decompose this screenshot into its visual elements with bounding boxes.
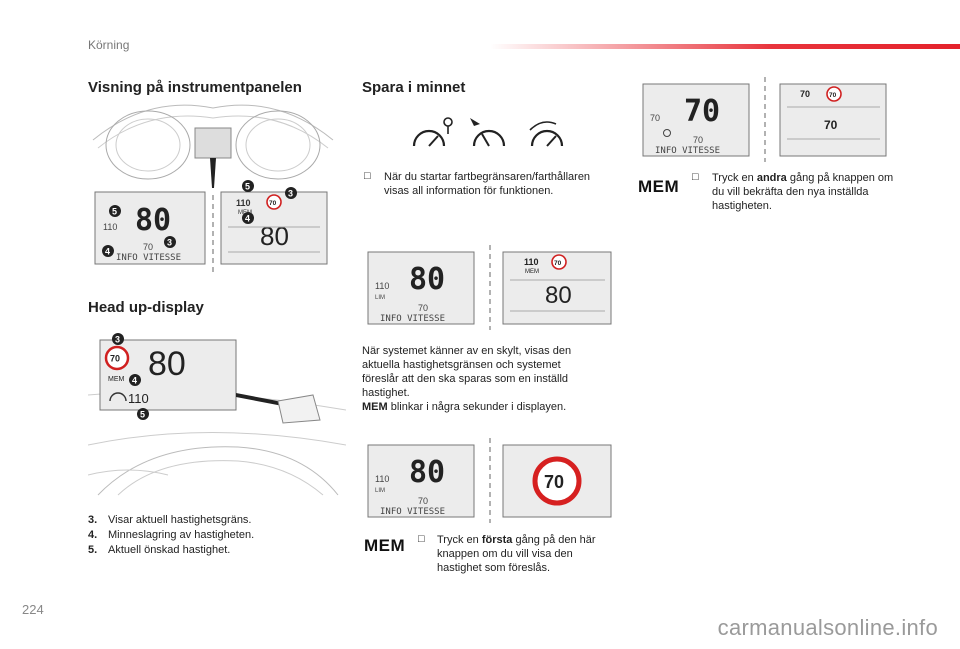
svg-text:5: 5 — [112, 207, 117, 217]
svg-text:110: 110 — [375, 474, 389, 484]
bullet-second-press: Tryck en andra gång på knappen om du vil… — [712, 172, 894, 212]
bullet-start-info: När du startar fartbegränsaren/farthålla… — [384, 171, 591, 197]
svg-text:80: 80 — [545, 282, 572, 309]
square-bullet-icon: □ — [692, 171, 699, 183]
displays-row-1: 80 110 LIM 70 INFO VITESSE 110 MEM 70 80 — [367, 245, 612, 330]
svg-text:INFO VITESSE: INFO VITESSE — [380, 507, 445, 517]
square-bullet-icon: □ — [418, 533, 425, 545]
svg-text:110: 110 — [236, 198, 251, 208]
svg-text:70: 70 — [418, 496, 428, 506]
svg-text:70: 70 — [684, 94, 720, 129]
hud-set-speed: 110 — [128, 391, 149, 406]
cluster-info-text: INFO VITESSE — [116, 253, 181, 263]
svg-text:70: 70 — [829, 92, 837, 99]
paragraph-sign-detection: När systemet känner av en skylt, visas d… — [362, 345, 572, 413]
svg-text:110: 110 — [524, 257, 539, 267]
title-save-memory: Spara i minnet — [362, 79, 466, 96]
square-bullet-icon: □ — [364, 170, 371, 182]
svg-text:110: 110 — [375, 281, 389, 291]
mem-button-label: MEM — [638, 177, 680, 196]
instrument-cluster-illustration: 80 110 70 INFO VITESSE 5 4 3 110 MEM 70 … — [92, 104, 334, 275]
cluster-speed-big: 80 — [135, 203, 171, 238]
svg-text:80: 80 — [409, 262, 445, 297]
svg-text:4: 4 — [245, 214, 250, 224]
watermark: carmanualsonline.info — [717, 615, 938, 640]
hud-speed-big: 80 — [148, 345, 186, 383]
speedometer-limiter-icon — [412, 117, 453, 147]
cluster-speed-large: 80 — [260, 221, 289, 251]
svg-text:MEM: MEM — [525, 269, 539, 275]
legend-list: 3.Visar aktuell hastighetsgräns. 4.Minne… — [88, 513, 254, 558]
svg-text:70: 70 — [693, 135, 703, 145]
svg-text:4: 4 — [132, 376, 137, 386]
svg-text:70: 70 — [554, 260, 562, 267]
page-number: 224 — [22, 602, 44, 617]
svg-text:70: 70 — [824, 118, 838, 132]
speed-sign-value: 70 — [544, 472, 564, 492]
svg-text:80: 80 — [409, 455, 445, 490]
svg-text:LIM: LIM — [375, 295, 385, 301]
speedometer-cruise-icon — [470, 118, 506, 147]
title-instrument-panel: Visning på instrumentpanelen — [88, 79, 302, 96]
svg-text:70: 70 — [269, 200, 277, 207]
mem-button-label: MEM — [364, 536, 406, 555]
legend-item: 5.Aktuell önskad hastighet. — [88, 544, 231, 556]
svg-text:70: 70 — [110, 354, 120, 364]
svg-text:LIM: LIM — [375, 488, 385, 494]
hud-illustration: 70 80 MEM 110 3 4 5 — [88, 333, 346, 496]
section-label: Körning — [88, 38, 130, 52]
svg-text:70: 70 — [418, 303, 428, 313]
cluster-set-speed: 110 — [103, 222, 117, 232]
legend-item: 4.Minneslagring av hastigheten. — [88, 529, 255, 541]
svg-text:70: 70 — [650, 113, 660, 123]
bullet-first-press: Tryck en första gång på den här knappen … — [437, 534, 596, 574]
svg-text:3: 3 — [167, 238, 172, 248]
legend-item: 3.Visar aktuell hastighetsgräns. — [88, 514, 252, 526]
svg-text:4: 4 — [105, 247, 110, 257]
svg-text:3: 3 — [288, 189, 293, 199]
displays-row-3: 70 70 70 INFO VITESSE 70 70 70 — [642, 77, 887, 162]
svg-text:5: 5 — [140, 410, 145, 420]
speedometer-speed-icon — [529, 121, 564, 147]
svg-text:3: 3 — [115, 335, 120, 345]
header-accent-bar — [490, 44, 960, 49]
title-head-up-display: Head up-display — [88, 299, 204, 316]
displays-row-2: 80 110 LIM 70 INFO VITESSE 70 — [367, 438, 612, 523]
speedometer-icons — [412, 117, 564, 147]
svg-text:INFO VITESSE: INFO VITESSE — [380, 314, 445, 324]
svg-text:5: 5 — [245, 182, 250, 192]
cluster-mem-speed: 70 — [143, 242, 153, 252]
svg-text:70: 70 — [800, 89, 810, 99]
svg-text:MEM: MEM — [108, 376, 125, 383]
svg-text:INFO VITESSE: INFO VITESSE — [655, 146, 720, 156]
